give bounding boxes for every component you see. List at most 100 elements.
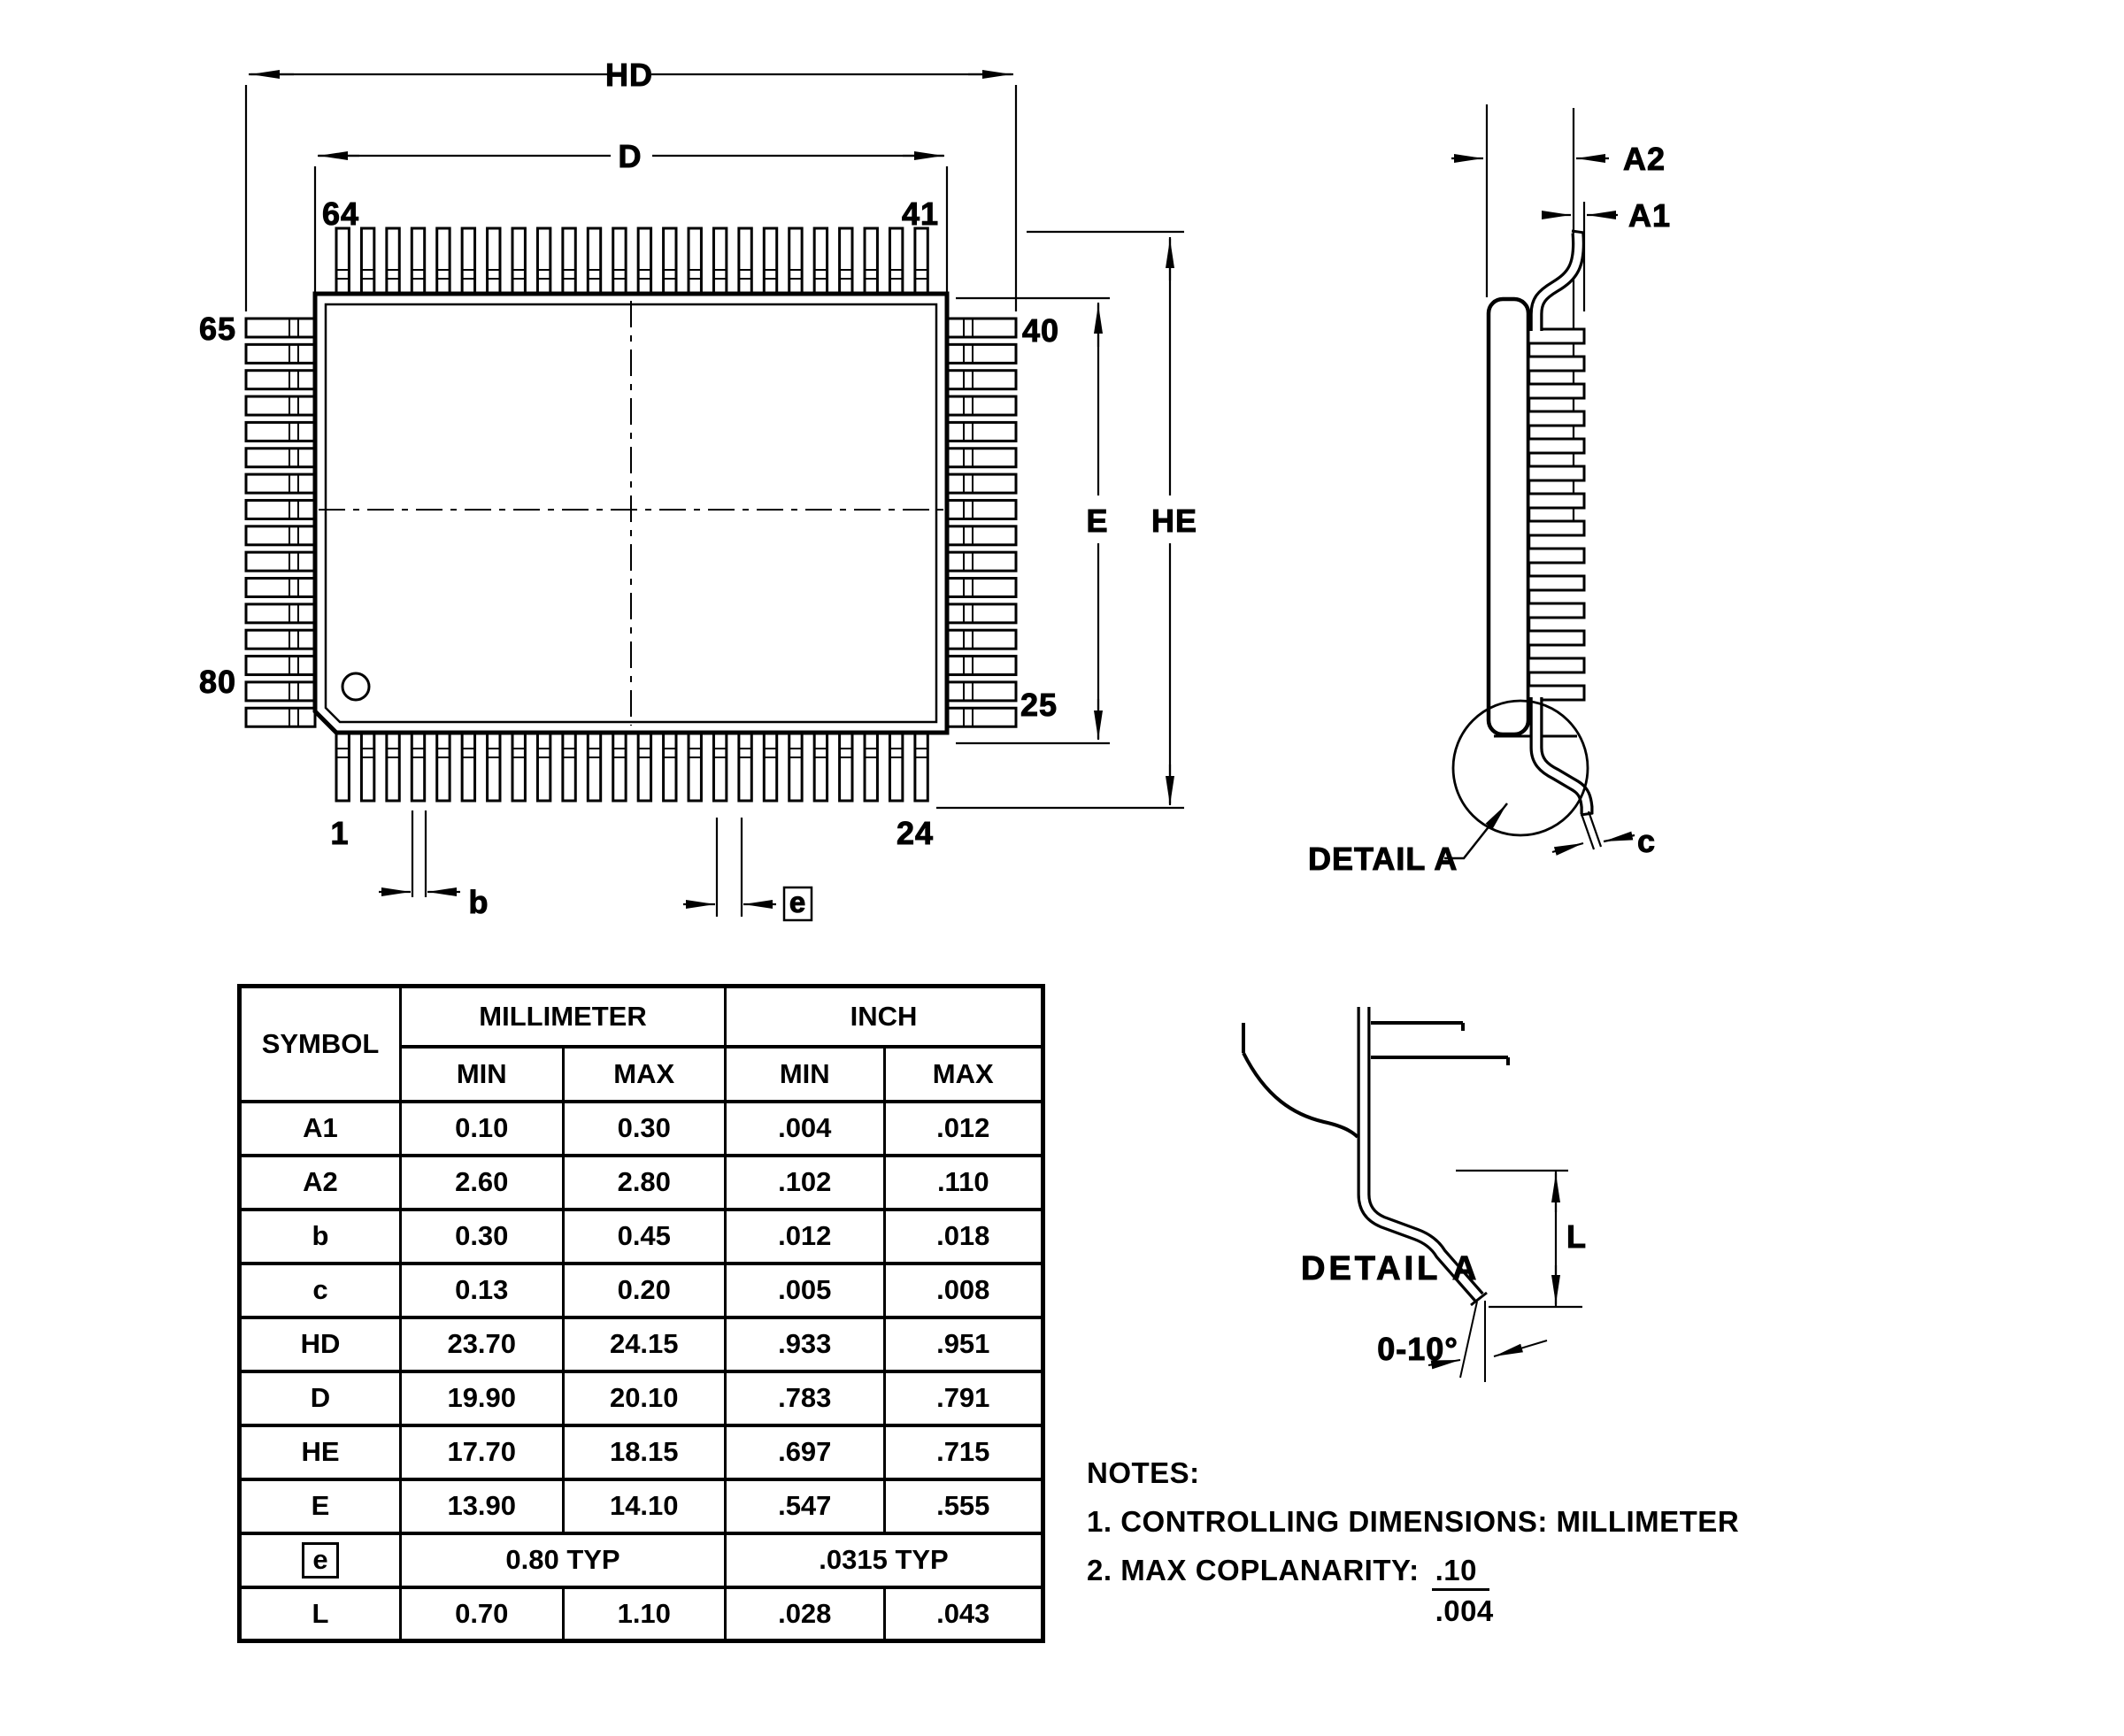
pin-shape bbox=[764, 269, 777, 280]
pin-shape bbox=[788, 731, 804, 803]
pin-shape bbox=[289, 474, 299, 494]
pin-shape bbox=[386, 748, 400, 758]
pin-shape bbox=[562, 269, 576, 280]
pin-shape bbox=[512, 269, 526, 280]
in-min-cell: .547 bbox=[724, 1477, 886, 1535]
bottom-pin-row bbox=[335, 731, 929, 803]
pin-shape bbox=[963, 422, 974, 442]
pin-shape bbox=[588, 269, 601, 280]
pin-shape bbox=[945, 628, 1018, 650]
pin-shape bbox=[636, 227, 653, 296]
pin-label-24: 24 bbox=[897, 815, 934, 851]
detail-a-title: DETAIL A bbox=[1301, 1250, 1480, 1287]
dim-he-label: HE bbox=[1151, 503, 1197, 539]
mm-min-cell: 0.10 bbox=[399, 1099, 565, 1157]
pin-shape bbox=[963, 681, 974, 701]
pin-shape bbox=[361, 269, 374, 280]
in-min-cell: .012 bbox=[724, 1207, 886, 1265]
table-row: A1 0.10 0.30 .004 .012 bbox=[238, 1099, 1044, 1157]
pin-shape bbox=[913, 731, 929, 803]
dim-hd bbox=[244, 70, 1018, 311]
pin-shape bbox=[361, 748, 374, 758]
pin-shape bbox=[289, 370, 299, 389]
mm-min-cell: 0.70 bbox=[399, 1585, 565, 1643]
pin-shape bbox=[244, 447, 317, 469]
in-min-cell: .005 bbox=[724, 1261, 886, 1319]
pin-shape bbox=[1527, 574, 1586, 592]
pin-shape bbox=[289, 708, 299, 727]
symbol-cell: D bbox=[238, 1369, 402, 1427]
pin-label-1: 1 bbox=[330, 815, 349, 851]
header-inch: INCH bbox=[724, 984, 1044, 1049]
pin-shape bbox=[244, 472, 317, 495]
pin-shape bbox=[963, 319, 974, 337]
in-min-cell: .102 bbox=[724, 1153, 886, 1211]
pin-shape bbox=[839, 269, 852, 280]
pin-shape bbox=[289, 603, 299, 623]
pin-label-64: 64 bbox=[322, 196, 359, 232]
mm-min-cell: 13.90 bbox=[399, 1477, 565, 1535]
pin-shape bbox=[511, 227, 527, 296]
pin-label-65: 65 bbox=[199, 311, 236, 347]
pin-shape bbox=[244, 395, 317, 417]
pin-shape bbox=[945, 655, 1018, 677]
pin-shape bbox=[713, 748, 727, 758]
pin-shape bbox=[359, 731, 376, 803]
note-2: 2. MAX COPLANARITY: .10 .004 bbox=[1087, 1555, 1739, 1625]
pin-label-40: 40 bbox=[1022, 312, 1059, 349]
pin-shape bbox=[436, 269, 450, 280]
pin-shape bbox=[963, 526, 974, 545]
symbol-cell: HD bbox=[238, 1315, 402, 1373]
dim-c-label: c bbox=[1637, 823, 1656, 859]
pin-shape bbox=[762, 227, 779, 296]
dim-l bbox=[1456, 1169, 1582, 1309]
table-header-row-units: SYMBOL MILLIMETER INCH bbox=[238, 984, 1044, 1103]
detail-a-view: L 0-10° DETAIL A bbox=[1242, 1007, 1587, 1382]
pin-shape bbox=[244, 680, 317, 703]
mm-min-cell: 17.70 bbox=[399, 1423, 565, 1481]
dim-c bbox=[1551, 810, 1635, 856]
pin-shape bbox=[460, 731, 477, 803]
mm-min-cell: 19.90 bbox=[399, 1369, 565, 1427]
pin-shape bbox=[359, 227, 376, 296]
symbol-cell: e bbox=[238, 1531, 402, 1589]
side-view: A2 A1 c DETAIL A bbox=[1308, 104, 1671, 878]
pin-shape bbox=[963, 344, 974, 364]
dim-he bbox=[936, 230, 1184, 810]
table-row: HD 23.70 24.15 .933 .951 bbox=[238, 1315, 1044, 1373]
left-pin-row bbox=[244, 317, 317, 728]
in-max-cell: .043 bbox=[882, 1585, 1044, 1643]
pin-shape bbox=[244, 498, 317, 520]
pin-shape bbox=[487, 748, 500, 758]
dim-angle-label: 0-10° bbox=[1377, 1331, 1458, 1367]
coplanarity-fraction: .10 .004 bbox=[1431, 1555, 1494, 1625]
pin-shape bbox=[289, 578, 299, 597]
header-in-min: MIN bbox=[724, 1044, 886, 1103]
pin-shape bbox=[814, 748, 827, 758]
pin-shape bbox=[588, 748, 601, 758]
dim-d bbox=[313, 151, 949, 303]
pin-shape bbox=[945, 420, 1018, 442]
pin-shape bbox=[945, 395, 1018, 417]
pin-shape bbox=[963, 603, 974, 623]
pin-shape bbox=[738, 748, 752, 758]
pin-shape bbox=[963, 578, 974, 597]
pin-label-80: 80 bbox=[199, 664, 236, 700]
pin-shape bbox=[336, 748, 350, 758]
mm-min-cell: 0.30 bbox=[399, 1207, 565, 1265]
pin-shape bbox=[945, 525, 1018, 547]
dim-a2-label: A2 bbox=[1623, 141, 1666, 177]
pin-shape bbox=[914, 269, 928, 280]
pin-shape bbox=[638, 748, 651, 758]
pin-shape bbox=[1527, 382, 1586, 400]
pin-shape bbox=[764, 748, 777, 758]
table-header-row-minmax: MIN MAX MIN MAX bbox=[240, 1044, 1044, 1103]
pin-shape bbox=[963, 656, 974, 675]
pin-shape bbox=[289, 396, 299, 416]
pin-shape bbox=[462, 269, 475, 280]
pin-shape bbox=[963, 708, 974, 727]
mm-max-cell: 0.20 bbox=[561, 1261, 727, 1319]
coplanarity-mm: .10 bbox=[1431, 1555, 1489, 1591]
pin-shape bbox=[945, 472, 1018, 495]
